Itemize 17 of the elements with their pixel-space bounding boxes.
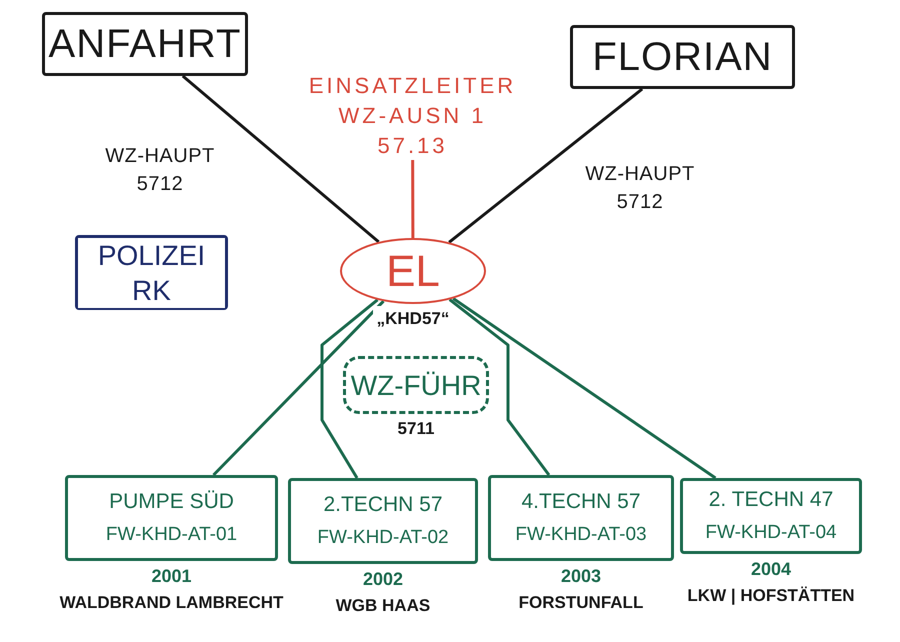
dashed-box bbox=[343, 356, 489, 414]
connector-line bbox=[212, 300, 385, 476]
label-box bbox=[570, 25, 795, 89]
box-title: POLIZEI RK bbox=[78, 238, 225, 308]
label-box bbox=[488, 475, 674, 561]
connector-line bbox=[452, 297, 716, 480]
connector-line bbox=[448, 298, 550, 476]
label-box bbox=[42, 12, 248, 76]
connector-line bbox=[320, 298, 378, 479]
label-box bbox=[680, 478, 862, 554]
annotation-text: EINSATZLEITER WZ-AUSN 1 57.13 bbox=[310, 72, 515, 160]
connector-line bbox=[411, 160, 414, 238]
connector-line bbox=[448, 88, 644, 244]
connector-line bbox=[182, 74, 380, 244]
label-box bbox=[288, 478, 478, 564]
ellipse bbox=[340, 238, 486, 304]
label-box bbox=[65, 475, 278, 561]
